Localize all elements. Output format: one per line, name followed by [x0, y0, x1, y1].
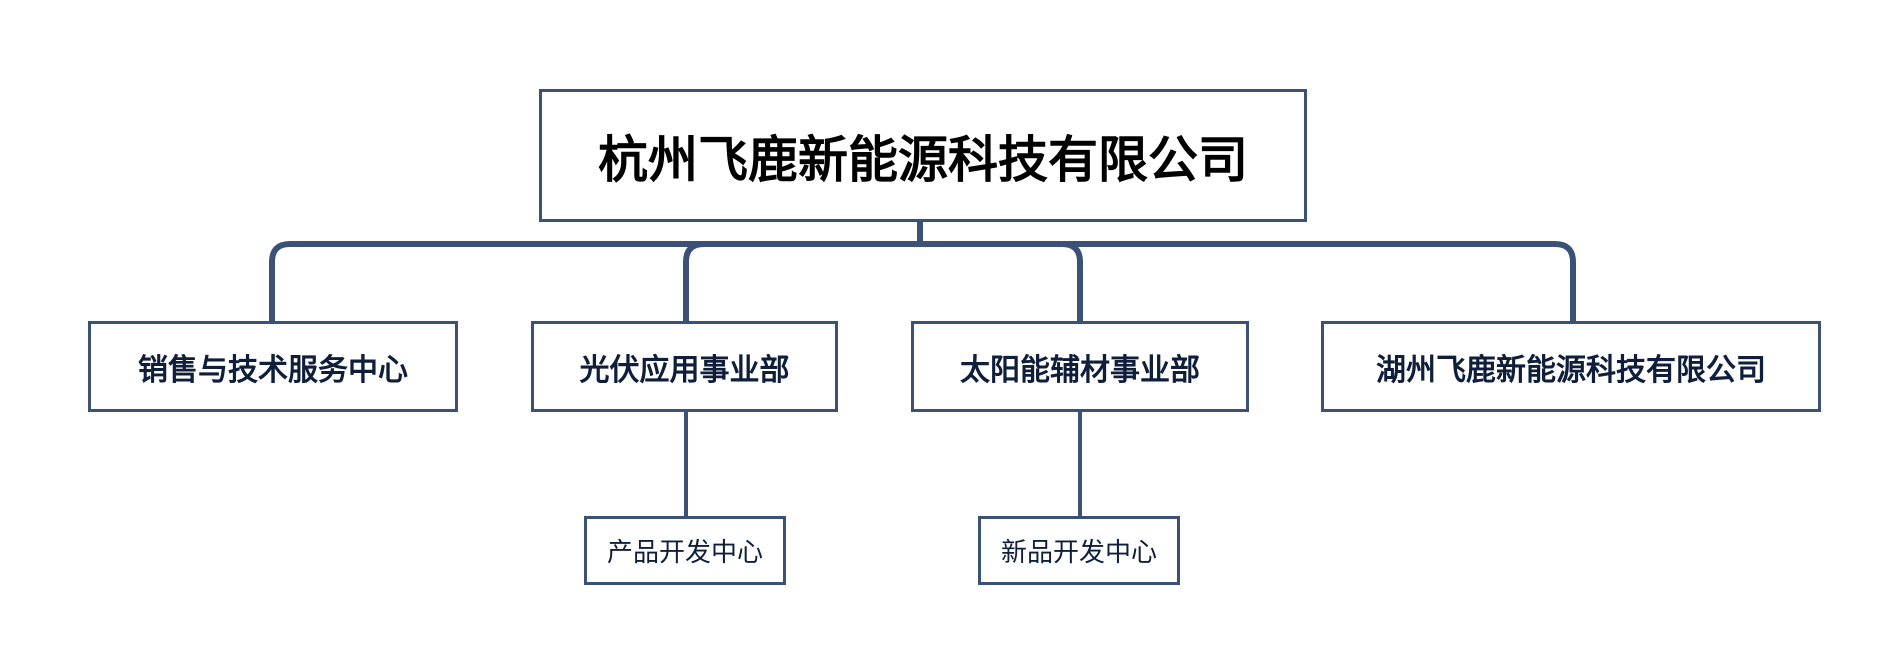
root-company-box[interactable]: 杭州飞鹿新能源科技有限公司	[539, 89, 1307, 222]
dept-huzhou-subsidiary[interactable]: 湖州飞鹿新能源科技有限公司	[1321, 321, 1821, 412]
sub-unit-label: 新品开发中心	[1000, 538, 1157, 568]
branch-line-solar-dept	[1059, 241, 1083, 326]
branch-line-pv-dept	[683, 241, 707, 326]
dept-solar-auxiliary-materials[interactable]: 太阳能辅材事业部	[911, 321, 1249, 412]
dept-label: 光伏应用事业部	[579, 352, 790, 388]
dept-label: 湖州飞鹿新能源科技有限公司	[1376, 352, 1766, 388]
sub-unit-label: 产品开发中心	[606, 538, 763, 568]
dept-label: 销售与技术服务中心	[138, 352, 408, 388]
dept-sales-tech-service[interactable]: 销售与技术服务中心	[88, 321, 458, 412]
main-bus-line	[269, 241, 1576, 326]
dept-pv-application[interactable]: 光伏应用事业部	[531, 321, 838, 412]
sub-unit-product-dev-center[interactable]: 产品开发中心	[584, 516, 786, 585]
root-company-label: 杭州飞鹿新能源科技有限公司	[598, 130, 1248, 189]
dept-label: 太阳能辅材事业部	[960, 352, 1200, 388]
sub-unit-new-product-dev-center[interactable]: 新品开发中心	[978, 516, 1180, 585]
